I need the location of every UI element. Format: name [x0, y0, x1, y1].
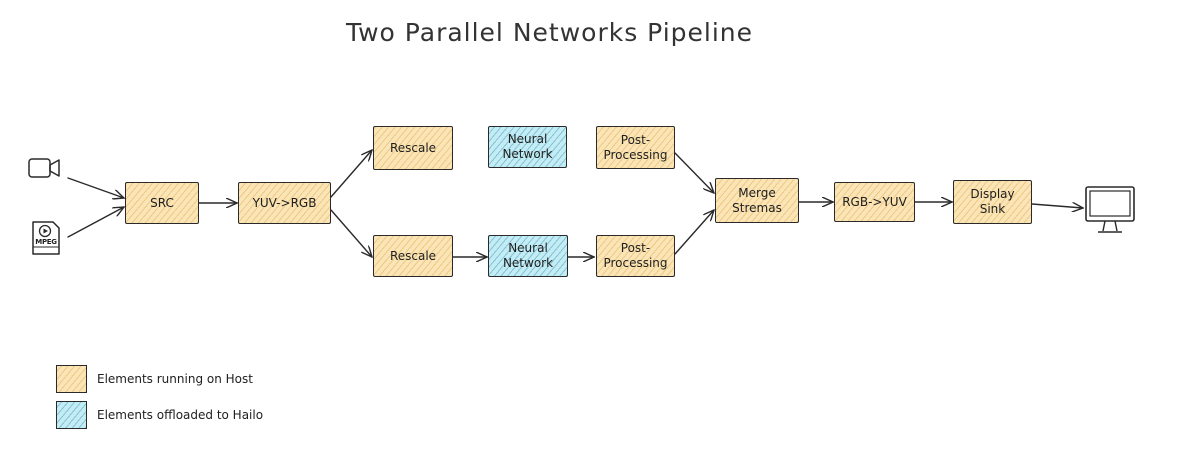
node-rgb-to-yuv-label: RGB->YUV: [842, 194, 907, 209]
arrow-yuvrgb-to-rescale-top: [330, 150, 372, 198]
legend-host-label: Elements running on Host: [97, 372, 253, 386]
node-src: SRC: [125, 182, 199, 224]
monitor-icon: [1085, 186, 1135, 233]
node-rescale-bottom: Rescale: [373, 235, 453, 277]
legend-hailo-label: Elements offloaded to Hailo: [97, 408, 264, 422]
diagram-title-text: Two Parallel Networks Pipeline: [345, 18, 754, 47]
node-display-sink: Display Sink: [953, 180, 1032, 224]
legend-hailo-swatch: [56, 401, 87, 429]
node-post-processing-top-label: Post- Processing: [603, 132, 668, 162]
node-yuv-to-rgb: YUV->RGB: [238, 182, 331, 224]
node-merge-streams: Merge Stremas: [715, 178, 799, 223]
node-neural-network-top: Neural Network: [488, 126, 567, 168]
node-post-processing-bottom-label: Post- Processing: [603, 241, 668, 270]
node-src-label: SRC: [150, 195, 174, 210]
node-rescale-bottom-label: Rescale: [389, 248, 437, 263]
video-camera-icon: [28, 158, 60, 178]
arrow-camera-to-src: [67, 177, 124, 198]
node-rescale-top-label: Rescale: [389, 140, 437, 155]
mpeg-file-icon: MPEG: [31, 220, 61, 256]
legend-hailo: Elements offloaded to Hailo: [56, 401, 263, 429]
arrow-post-top-to-merge: [674, 152, 714, 193]
arrow-display-to-monitor: [1031, 204, 1083, 208]
node-neural-network-bottom: Neural Network: [488, 235, 568, 277]
node-neural-network-bottom-label: Neural Network: [502, 241, 554, 270]
arrow-post-bottom-to-merge: [674, 210, 714, 255]
node-merge-streams-label: Merge Stremas: [732, 185, 782, 215]
node-display-sink-label: Display Sink: [970, 187, 1015, 216]
legend-host-swatch: [56, 365, 87, 393]
node-neural-network-top-label: Neural Network: [502, 132, 553, 161]
mpeg-file-shape: [32, 221, 60, 255]
mpeg-file-label: MPEG: [35, 238, 57, 246]
node-rescale-top: Rescale: [373, 126, 453, 170]
node-post-processing-top: Post- Processing: [596, 126, 675, 169]
node-yuv-to-rgb-label: YUV->RGB: [252, 195, 317, 210]
legend-host: Elements running on Host: [56, 365, 253, 393]
node-rgb-to-yuv: RGB->YUV: [834, 182, 915, 222]
diagram-title: Two Parallel Networks Pipeline: [0, 18, 1203, 47]
node-post-processing-bottom: Post- Processing: [596, 235, 675, 277]
arrow-yuvrgb-to-rescale-bottom: [330, 209, 372, 257]
arrow-file-to-src: [67, 207, 124, 238]
